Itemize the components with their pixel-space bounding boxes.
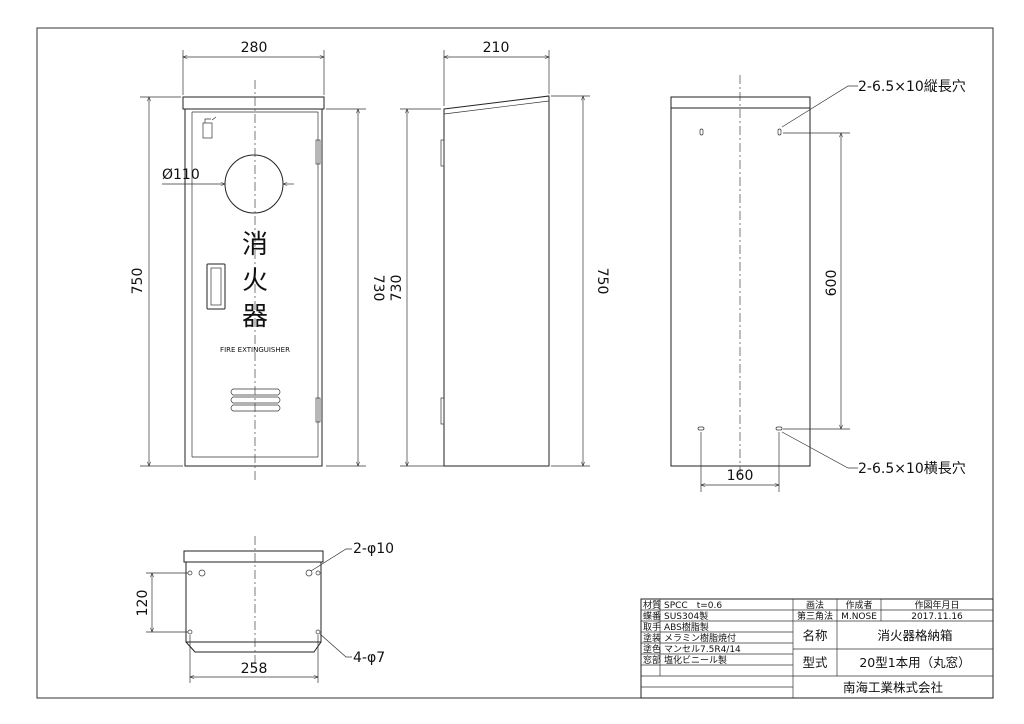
vent-louvers (230, 388, 281, 412)
extinguisher-icon (202, 116, 217, 139)
spec-value: メラミン樹脂焼付 (664, 632, 736, 644)
spec-key: 蝶番 (643, 610, 661, 622)
door-english-label: FIRE EXTINGUISHER (220, 346, 290, 354)
hole-7 (315, 629, 321, 635)
side-hinge (440, 139, 445, 167)
door-kanji-2: 火 (242, 266, 268, 296)
spec-value: ABS樹脂製 (664, 621, 709, 633)
company-name: 南海工業株式会社 (843, 680, 943, 695)
model-label: 型式 (802, 655, 828, 670)
mounting-slot (777, 128, 782, 136)
holes-7-callout: 4-φ7 (353, 650, 385, 666)
spec-key: 窓部 (643, 654, 661, 666)
spec-key: 塗色 (643, 643, 661, 655)
front-cabinet-body (184, 108, 323, 467)
hinge (315, 397, 321, 423)
holes-10-callout: 2-φ10 (353, 541, 394, 557)
spec-key: 材質 (643, 599, 661, 611)
window-diameter-dim: Ø110 (162, 167, 200, 183)
side-profile (443, 95, 550, 467)
bottom-view: 120 258 2-φ10 4-φ7 (135, 536, 394, 683)
bottom-width-dim: 258 (241, 661, 268, 677)
bottom-slots-callout: 2-6.5×10横長穴 (858, 461, 966, 477)
back-top-cap (670, 96, 811, 109)
spec-key: 取手 (643, 621, 661, 633)
spec-value: マンセル7.5R4/14 (664, 644, 741, 655)
spec-value: 塩化ビニール製 (664, 654, 727, 666)
side-right-height-dim: 750 (594, 268, 610, 295)
date-header: 作図年月日 (914, 599, 959, 611)
front-inner-height-dim: 730 (370, 275, 386, 302)
front-outer-height-dim: 750 (130, 268, 146, 295)
hole-7 (187, 629, 193, 635)
spec-value: SPCC t=0.6 (664, 601, 722, 611)
title-block: 材質 SPCC t=0.6 蝶番 SUS304製 取手 ABS樹脂製 塗装 メラ… (640, 598, 994, 699)
side-view: 210 730 750 (389, 40, 610, 467)
mounting-slot (699, 128, 704, 136)
round-window (224, 154, 284, 214)
hole-10 (198, 569, 206, 577)
side-left-height-dim: 730 (389, 275, 405, 302)
hinge (315, 139, 321, 165)
back-vertical-pitch-dim: 600 (824, 270, 840, 297)
bottom-pitch-dim: 120 (135, 590, 151, 617)
mounting-slot (697, 426, 705, 431)
mounting-slot (775, 426, 783, 431)
back-view: 600 160 2-6.5×10縦長穴 2-6.5×10横長穴 (670, 75, 966, 492)
date-value: 2017.11.16 (911, 612, 963, 622)
method-value: 第三角法 (797, 610, 833, 622)
model-value: 20型1本用（丸窓） (859, 655, 970, 670)
hole-10 (305, 569, 313, 577)
drawing-frame (36, 27, 994, 699)
back-panel (670, 107, 811, 467)
back-horizontal-pitch-dim: 160 (727, 468, 754, 484)
top-slots-callout: 2-6.5×10縦長穴 (858, 79, 966, 95)
name-value: 消火器格納箱 (877, 628, 952, 643)
author-value: M.NOSE (841, 612, 877, 622)
hole-7 (315, 570, 321, 576)
door-kanji-1: 消 (242, 230, 268, 260)
method-header: 画法 (806, 599, 824, 611)
front-width-dim: 280 (241, 40, 268, 56)
front-top-cap (182, 96, 325, 110)
bottom-lip (183, 550, 324, 563)
bottom-front-lip (185, 641, 322, 653)
door-handle (206, 263, 226, 310)
spec-key: 塗装 (643, 632, 661, 644)
side-hinge (440, 397, 445, 425)
hole-7 (187, 570, 193, 576)
bottom-plate (185, 561, 322, 643)
front-view: 消 火 器 FIRE EXTINGUISHER 280 750 730 Ø110 (130, 40, 386, 480)
spec-value: SUS304製 (664, 610, 708, 622)
door-kanji-3: 器 (242, 302, 268, 332)
name-label: 名称 (802, 628, 827, 643)
author-header: 作成者 (845, 599, 872, 611)
side-depth-dim: 210 (483, 40, 510, 56)
